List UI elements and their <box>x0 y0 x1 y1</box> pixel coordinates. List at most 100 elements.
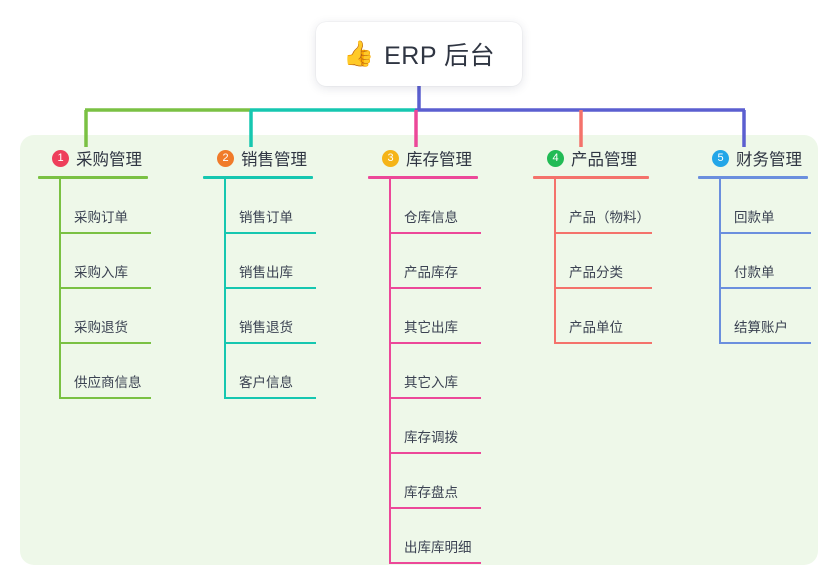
leaf-item-underline <box>389 397 481 399</box>
column-spine <box>224 179 226 399</box>
column-3: 3 库存管理仓库信息产品库存其它出库其它入库库存调拨库存盘点出库库明细 <box>368 145 518 564</box>
leaf-item[interactable]: 采购退货 <box>59 289 188 344</box>
leaf-item[interactable]: 其它入库 <box>389 344 518 399</box>
column-header[interactable]: 5 财务管理 <box>698 145 839 171</box>
root-node[interactable]: 👍 ERP 后台 <box>316 22 522 86</box>
diagram-background-panel <box>20 135 818 565</box>
column-number-badge: 4 <box>547 149 564 167</box>
leaf-item-label: 付款单 <box>734 265 775 280</box>
leaf-item[interactable]: 回款单 <box>719 179 839 234</box>
leaf-item-underline <box>59 287 151 289</box>
leaf-item[interactable]: 产品单位 <box>554 289 683 344</box>
column-title: 采购管理 <box>76 151 142 169</box>
leaf-item-underline <box>389 452 481 454</box>
leaf-item[interactable]: 产品（物料） <box>554 179 683 234</box>
leaf-item[interactable]: 客户信息 <box>224 344 353 399</box>
leaf-item[interactable]: 产品分类 <box>554 234 683 289</box>
column-item-list: 仓库信息产品库存其它出库其它入库库存调拨库存盘点出库库明细 <box>368 179 518 564</box>
leaf-item-label: 产品（物料） <box>569 210 650 225</box>
leaf-item-label: 销售订单 <box>239 210 293 225</box>
column-item-list: 回款单付款单结算账户 <box>698 179 839 344</box>
leaf-item-label: 结算账户 <box>734 320 788 335</box>
column-divider <box>38 176 148 179</box>
leaf-item-underline <box>719 232 811 234</box>
leaf-item[interactable]: 供应商信息 <box>59 344 188 399</box>
leaf-item-underline <box>224 397 316 399</box>
leaf-item[interactable]: 付款单 <box>719 234 839 289</box>
leaf-item-underline <box>224 232 316 234</box>
leaf-item-label: 供应商信息 <box>74 375 142 390</box>
leaf-item-label: 仓库信息 <box>404 210 458 225</box>
leaf-item-underline <box>554 287 652 289</box>
column-header[interactable]: 4 产品管理 <box>533 145 683 171</box>
leaf-item-label: 采购入库 <box>74 265 128 280</box>
column-spine <box>59 179 61 399</box>
leaf-item[interactable]: 仓库信息 <box>389 179 518 234</box>
column-header[interactable]: 1 采购管理 <box>38 145 188 171</box>
column-4: 4 产品管理产品（物料） 产品分类产品单位 <box>533 145 683 344</box>
leaf-item-label: 销售出库 <box>239 265 293 280</box>
leaf-item-underline <box>719 287 811 289</box>
leaf-item[interactable]: 其它出库 <box>389 289 518 344</box>
leaf-item[interactable]: 销售退货 <box>224 289 353 344</box>
column-title: 库存管理 <box>406 151 472 169</box>
leaf-item-underline <box>554 342 652 344</box>
column-item-list: 采购订单采购入库采购退货供应商信息 <box>38 179 188 399</box>
column-5: 5 财务管理回款单付款单结算账户 <box>698 145 839 344</box>
column-1: 1 采购管理采购订单采购入库采购退货供应商信息 <box>38 145 188 399</box>
column-divider <box>203 176 313 179</box>
leaf-item-label: 库存盘点 <box>404 485 458 500</box>
leaf-item-underline <box>59 342 151 344</box>
column-number-badge: 5 <box>712 149 729 167</box>
column-item-list: 产品（物料） 产品分类产品单位 <box>533 179 683 344</box>
leaf-item-label: 产品单位 <box>569 320 623 335</box>
column-title: 产品管理 <box>571 151 637 169</box>
leaf-item-underline <box>719 342 811 344</box>
leaf-item[interactable]: 库存盘点 <box>389 454 518 509</box>
leaf-item-underline <box>389 287 481 289</box>
leaf-item[interactable]: 采购订单 <box>59 179 188 234</box>
column-number-badge: 2 <box>217 149 234 167</box>
leaf-item[interactable]: 库存调拨 <box>389 399 518 454</box>
leaf-item-label: 回款单 <box>734 210 775 225</box>
leaf-item-underline <box>59 232 151 234</box>
leaf-item-underline <box>389 342 481 344</box>
column-divider <box>368 176 478 179</box>
root-title: ERP 后台 <box>384 42 496 70</box>
leaf-item-label: 产品分类 <box>569 265 623 280</box>
leaf-item-underline <box>224 287 316 289</box>
leaf-item-underline <box>59 397 151 399</box>
thumbs-up-icon: 👍 <box>342 39 375 68</box>
column-header[interactable]: 2 销售管理 <box>203 145 353 171</box>
leaf-item-underline <box>389 562 481 564</box>
leaf-item-underline <box>389 232 481 234</box>
leaf-item[interactable]: 产品库存 <box>389 234 518 289</box>
column-title: 销售管理 <box>241 151 307 169</box>
column-divider <box>698 176 808 179</box>
leaf-item[interactable]: 出库库明细 <box>389 509 518 564</box>
leaf-item-label: 库存调拨 <box>404 430 458 445</box>
column-number-badge: 1 <box>52 149 69 167</box>
column-spine <box>554 179 556 344</box>
leaf-item-label: 其它出库 <box>404 320 458 335</box>
leaf-item-label: 产品库存 <box>404 265 458 280</box>
leaf-item-label: 采购退货 <box>74 320 128 335</box>
leaf-item[interactable]: 销售出库 <box>224 234 353 289</box>
leaf-item-underline <box>554 232 652 234</box>
column-header[interactable]: 3 库存管理 <box>368 145 518 171</box>
leaf-item-label: 出库库明细 <box>404 540 472 555</box>
leaf-item[interactable]: 采购入库 <box>59 234 188 289</box>
column-2: 2 销售管理销售订单销售出库销售退货客户信息 <box>203 145 353 399</box>
leaf-item[interactable]: 结算账户 <box>719 289 839 344</box>
column-number-badge: 3 <box>382 149 399 167</box>
leaf-item-underline <box>389 507 481 509</box>
leaf-item-underline <box>224 342 316 344</box>
column-item-list: 销售订单销售出库销售退货客户信息 <box>203 179 353 399</box>
leaf-item-label: 其它入库 <box>404 375 458 390</box>
column-spine <box>389 179 391 564</box>
leaf-item-label: 销售退货 <box>239 320 293 335</box>
column-title: 财务管理 <box>736 151 802 169</box>
leaf-item-label: 采购订单 <box>74 210 128 225</box>
leaf-item[interactable]: 销售订单 <box>224 179 353 234</box>
